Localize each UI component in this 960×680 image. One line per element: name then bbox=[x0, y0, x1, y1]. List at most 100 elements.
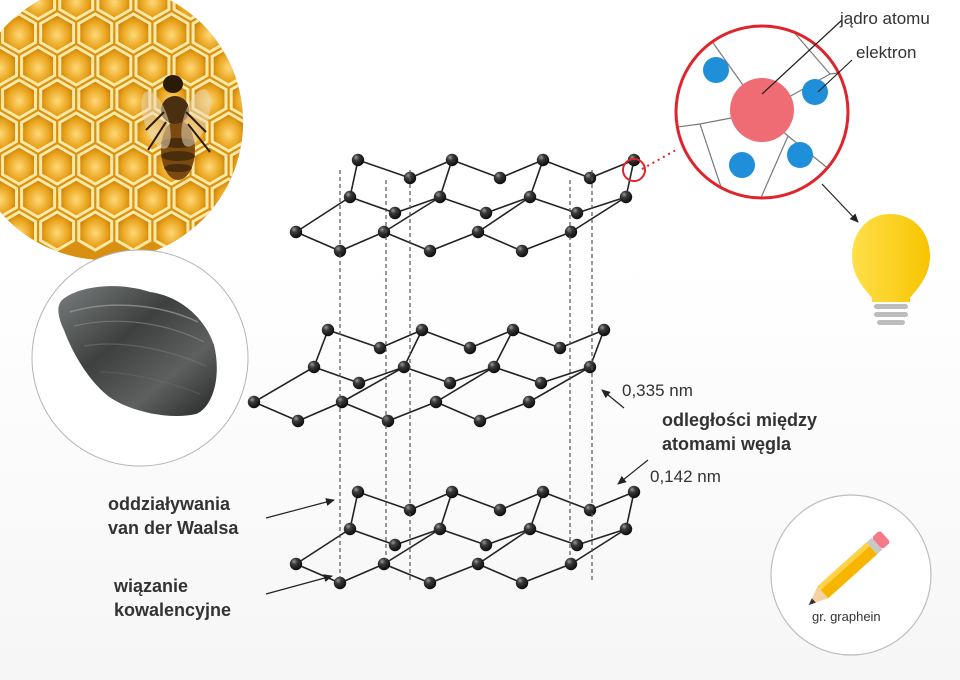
honeycomb-cell bbox=[39, 210, 76, 252]
graphene-layer bbox=[289, 485, 641, 590]
carbon-atom bbox=[415, 323, 429, 337]
honeycomb-cell bbox=[172, 45, 209, 87]
covalent-bond bbox=[429, 563, 479, 584]
graphene-layers bbox=[247, 153, 646, 590]
covalent-bond bbox=[383, 231, 431, 252]
honeycomb-cell bbox=[210, 177, 243, 219]
honeycomb-cell bbox=[134, 177, 171, 219]
carbon-atom bbox=[627, 485, 641, 499]
honeycomb-cell bbox=[250, 179, 283, 217]
distances-title-line1: odległości między bbox=[662, 410, 818, 430]
carbon-atom bbox=[523, 190, 537, 204]
interlayer-distance-label: 0,335 nm bbox=[622, 381, 693, 400]
covalent-bond bbox=[576, 196, 627, 214]
covalent-bond bbox=[469, 329, 514, 349]
covalent-bond bbox=[589, 491, 635, 511]
light-bulb-icon bbox=[852, 214, 930, 325]
covalent-bond bbox=[512, 329, 561, 349]
carbon-atom bbox=[445, 485, 459, 499]
honeycomb-cell bbox=[96, 0, 133, 21]
covalent-bond bbox=[589, 159, 635, 179]
covalent-bond bbox=[394, 528, 441, 546]
carbon-atom bbox=[433, 522, 447, 536]
covalent-bond bbox=[570, 528, 627, 565]
carbon-atom bbox=[570, 538, 584, 552]
covalent-bond bbox=[451, 159, 501, 179]
covalent-bond bbox=[529, 528, 578, 546]
honeycomb-cell bbox=[39, 12, 76, 54]
carbon-atom bbox=[289, 225, 303, 239]
covalent-bond bbox=[403, 329, 423, 368]
covalent-bond bbox=[357, 491, 411, 511]
covalent-bond bbox=[383, 196, 441, 233]
electron bbox=[787, 142, 813, 168]
carbon-atom bbox=[351, 485, 365, 499]
honeycomb-cell bbox=[210, 0, 243, 21]
covalent-bond bbox=[383, 563, 431, 584]
carbon-atom bbox=[397, 360, 411, 374]
carbon-atom bbox=[388, 538, 402, 552]
honeycomb-cell bbox=[96, 177, 133, 219]
covalent-bond bbox=[295, 196, 351, 233]
honeycomb-cell bbox=[250, 113, 283, 151]
covalent-bond bbox=[349, 159, 359, 198]
pencil-icon bbox=[808, 531, 890, 606]
covalent-bond bbox=[477, 196, 531, 233]
carbon-atom bbox=[506, 323, 520, 337]
covalent-bond bbox=[485, 528, 531, 546]
carbon-atom bbox=[333, 576, 347, 590]
covalent-bond bbox=[477, 563, 523, 584]
covalent-bond bbox=[403, 366, 451, 384]
covalent-bond bbox=[529, 196, 578, 214]
covalent-bond bbox=[499, 491, 544, 511]
honeycomb-cell bbox=[58, 177, 95, 219]
carbon-atom bbox=[583, 360, 597, 374]
honeycomb-cell bbox=[77, 12, 114, 54]
covalent-bond bbox=[451, 491, 501, 511]
carbon-atom bbox=[335, 395, 349, 409]
covalent-bond bbox=[357, 159, 411, 179]
honeycomb-cell bbox=[77, 210, 114, 252]
covalent-bond bbox=[313, 366, 360, 384]
covalent-bond bbox=[253, 366, 315, 403]
annotation-arrows bbox=[265, 389, 649, 595]
carbon-atom bbox=[493, 171, 507, 185]
covalent-bond bbox=[485, 196, 531, 214]
covalent-bond bbox=[477, 528, 531, 565]
covalent-bond bbox=[435, 401, 481, 422]
honeycomb-cell bbox=[77, 78, 114, 120]
electron bbox=[729, 152, 755, 178]
carbon-atom bbox=[487, 360, 501, 374]
honeycomb-cell bbox=[229, 78, 243, 120]
covalent-bond bbox=[339, 231, 385, 252]
covalent-bond bbox=[493, 329, 514, 368]
covalent-bond bbox=[409, 159, 453, 179]
electron bbox=[802, 79, 828, 105]
carbon-atom bbox=[583, 171, 597, 185]
honeycomb-cells bbox=[0, 0, 302, 252]
carbon-atom bbox=[381, 414, 395, 428]
carbon-atom bbox=[429, 395, 443, 409]
carbon-atom bbox=[583, 503, 597, 517]
carbon-atom bbox=[564, 557, 578, 571]
carbon-atom bbox=[564, 225, 578, 239]
carbon-atom bbox=[536, 485, 550, 499]
carbon-atom bbox=[515, 576, 529, 590]
bee-icon bbox=[141, 75, 211, 180]
carbon-atom bbox=[289, 557, 303, 571]
covalent-bond bbox=[349, 196, 396, 214]
carbon-atom bbox=[515, 244, 529, 258]
honeycomb-cell bbox=[39, 78, 76, 120]
carbon-atom bbox=[493, 503, 507, 517]
covalent-bond bbox=[576, 528, 627, 546]
covalent-bond bbox=[409, 491, 453, 511]
honeycomb-cell bbox=[0, 0, 18, 21]
covalent-bond bbox=[349, 528, 396, 546]
honeycomb-cell bbox=[1, 78, 37, 120]
honeycomb-cell bbox=[39, 144, 76, 186]
covalent-bond bbox=[521, 563, 572, 584]
atom-zoom-icon bbox=[641, 19, 853, 200]
honeycomb-cell bbox=[269, 14, 302, 52]
arrow-covalent bbox=[265, 574, 333, 595]
covalent-label-line1: wiązanie bbox=[114, 576, 189, 596]
